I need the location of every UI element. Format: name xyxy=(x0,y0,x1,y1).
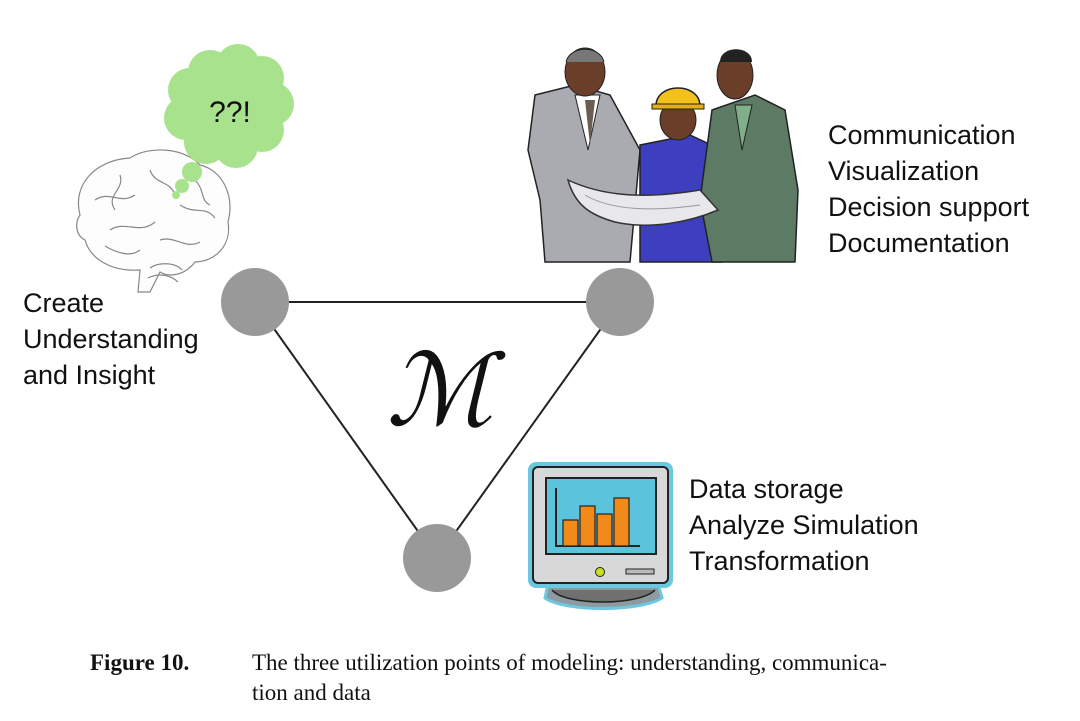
model-symbol: ℳ xyxy=(387,332,507,449)
caption-line: tion and data xyxy=(252,680,371,705)
data-label-line: Analyze Simulation xyxy=(689,510,919,540)
people-icon xyxy=(527,47,799,263)
data-label-line: Transformation xyxy=(689,546,870,576)
thought-bubble-icon xyxy=(164,44,294,199)
figure-label: Figure 10. xyxy=(90,650,190,675)
caption-line: The three utilization points of modeling… xyxy=(252,650,887,675)
monitor-bar-2 xyxy=(579,505,596,547)
caption-text: The three utilization points of modeling… xyxy=(252,648,1012,708)
data-label: Data storage Analyze Simulation Transfor… xyxy=(689,471,919,579)
communication-label-line: Documentation xyxy=(828,228,1010,258)
monitor-bar-1 xyxy=(562,519,579,547)
node-understanding xyxy=(221,268,289,336)
node-communication xyxy=(586,268,654,336)
monitor-bar-4 xyxy=(613,497,630,547)
computer-icon xyxy=(528,462,673,610)
understanding-label: Create Understanding and Insight xyxy=(23,285,199,393)
communication-label-line: Communication xyxy=(828,120,1016,150)
edge-communication-data xyxy=(436,301,621,559)
brain-icon xyxy=(76,149,231,293)
node-data xyxy=(403,524,471,592)
edge-understanding-data xyxy=(254,301,438,559)
understanding-label-line: Create xyxy=(23,288,105,318)
data-label-line: Data storage xyxy=(689,474,844,504)
understanding-label-line: Understanding xyxy=(23,324,199,354)
thought-bubble-text: ??! xyxy=(209,96,251,129)
communication-label-line: Visualization xyxy=(828,156,980,186)
understanding-label-line: and Insight xyxy=(23,360,156,390)
monitor-bar-3 xyxy=(596,513,613,547)
communication-label: Communication Visualization Decision sup… xyxy=(828,117,1029,261)
communication-label-line: Decision support xyxy=(828,192,1030,222)
